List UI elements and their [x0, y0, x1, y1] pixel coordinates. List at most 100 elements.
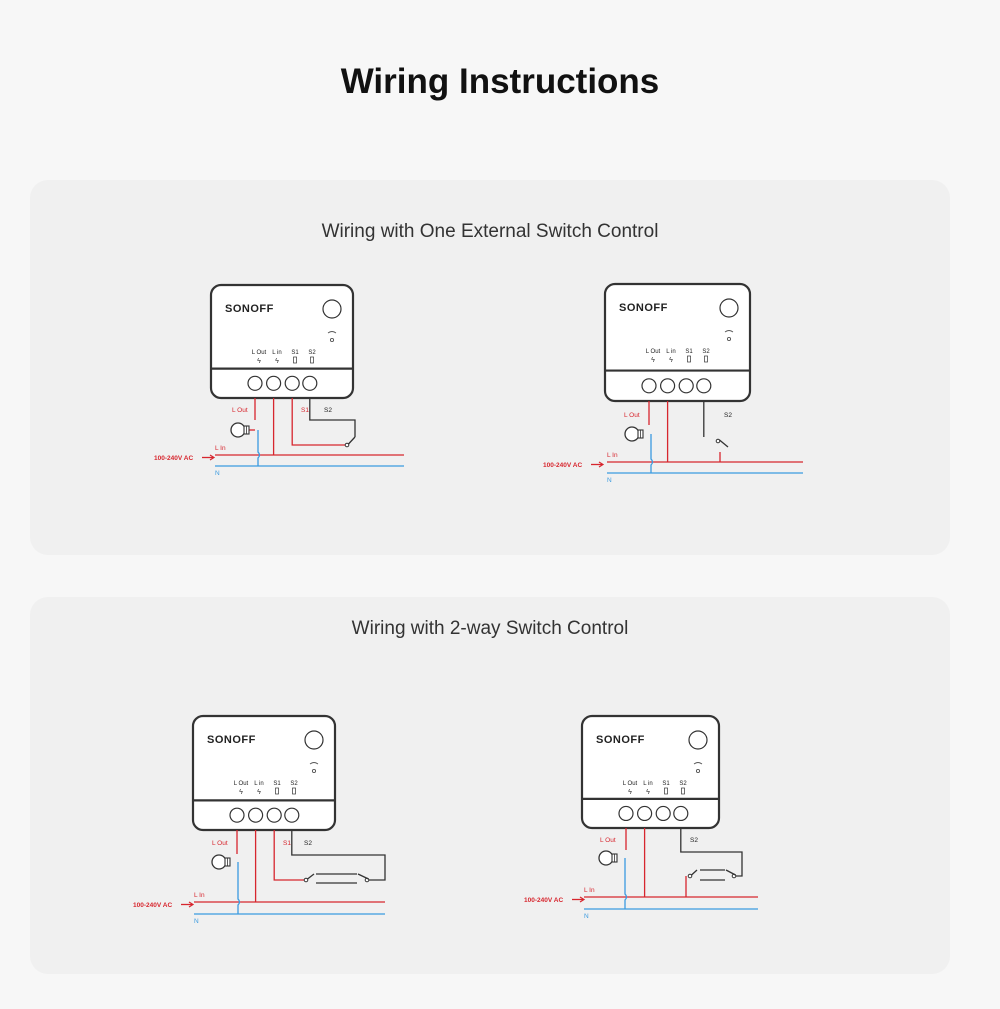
arrow-head-icon: [579, 896, 586, 903]
contact-icon: [664, 787, 668, 795]
sonoff-device: SONOFF L Out ϟ L in ϟ S1 S2: [580, 714, 721, 830]
sonoff-device: SONOFF L Out ϟ L in ϟ S1 S2: [191, 714, 337, 832]
lamp-icon: [598, 850, 618, 866]
device-body: [603, 282, 752, 403]
terminal-label: S1: [273, 781, 281, 787]
wifi-led-icon: [327, 331, 337, 343]
s2-wire: [680, 828, 743, 877]
l-out-label: L Out: [624, 412, 640, 419]
supply-lines: 100-240V AC L In N: [154, 445, 404, 477]
external-switch-icon: [344, 436, 356, 448]
terminal-label: L Out: [252, 350, 267, 356]
bolt-icon: ϟ: [651, 357, 655, 364]
terminal-label: L in: [254, 781, 263, 787]
wifi-led-icon: [693, 762, 703, 774]
bolt-icon: ϟ: [628, 789, 632, 796]
section-two-way-switch: Wiring with 2-way Switch Control: [30, 597, 950, 974]
bolt-icon: ϟ: [646, 789, 650, 796]
screw-terminal: [229, 807, 245, 823]
s2-label: S2: [690, 837, 698, 844]
s1-wire: [291, 398, 345, 446]
two-way-switch-b-icon: [357, 873, 370, 883]
terminal-label: S2: [308, 350, 316, 356]
supply-label: 100-240V AC: [524, 897, 563, 904]
lamp-icon: [211, 854, 231, 870]
terminal-label: L Out: [623, 781, 638, 787]
supply-label: 100-240V AC: [543, 462, 582, 469]
neutral-label: N: [584, 913, 589, 920]
screw-terminal: [248, 807, 264, 823]
lamp-icon: [230, 422, 250, 438]
l-in-label: L In: [215, 445, 226, 452]
terminal-label: S1: [685, 349, 693, 355]
s1-label: S1: [283, 840, 291, 847]
neutral-label: N: [215, 470, 220, 477]
s2-label: S2: [324, 407, 332, 414]
external-switch-icon: [715, 438, 729, 448]
wifi-led-icon: [309, 762, 319, 774]
neutral-label: N: [194, 918, 199, 925]
screw-terminal: [266, 807, 282, 823]
two-way-switch-b-icon: [725, 869, 737, 879]
contact-icon: [687, 355, 691, 363]
screw-terminal: [618, 805, 634, 822]
screw-terminal: [641, 378, 657, 394]
supply-label: 100-240V AC: [154, 455, 193, 462]
device-body: [580, 714, 721, 830]
section-title-two-way-switch: Wiring with 2-way Switch Control: [351, 618, 629, 639]
s2-wire: [291, 830, 386, 881]
terminal-label: S1: [662, 781, 670, 787]
terminal-label: L in: [643, 781, 652, 787]
terminal-label: L Out: [646, 349, 661, 355]
supply-lines: 100-240V ACL InN: [133, 892, 385, 925]
two-way-switch-a-icon: [303, 873, 315, 883]
screw-terminal: [284, 375, 300, 391]
neutral-drop-wire: [650, 434, 654, 473]
supply-lines: 100-240V ACL InN: [543, 452, 803, 484]
neutral-drop-wire: [237, 862, 241, 914]
brand-logo: SONOFF: [596, 734, 645, 746]
s1-wire: [273, 830, 304, 881]
device-body: [191, 714, 337, 832]
brand-logo: SONOFF: [225, 303, 274, 315]
l-out-label: L Out: [232, 407, 248, 414]
screw-terminal: [673, 805, 689, 822]
s2-wire: [309, 398, 356, 437]
l-in-label: L In: [584, 887, 595, 894]
screw-terminal: [678, 378, 694, 394]
lamp-icon: [624, 426, 644, 442]
neutral-drop-wire: [624, 858, 628, 909]
terminal-label: L Out: [234, 781, 249, 787]
screw-terminal: [659, 378, 676, 394]
terminal-label: S2: [702, 349, 710, 355]
bolt-icon: ϟ: [257, 789, 261, 796]
neutral-drop-wire: [257, 430, 261, 466]
s1-label: S1: [301, 407, 309, 414]
l-out-label: L Out: [212, 840, 228, 847]
page-title: Wiring Instructions: [340, 62, 660, 101]
section-one-external-switch: Wiring with One External Switch Control: [30, 180, 950, 555]
brand-logo: SONOFF: [207, 734, 256, 746]
terminal-label: S2: [679, 781, 687, 787]
l-in-label: L In: [607, 452, 618, 459]
screw-terminal: [284, 807, 300, 823]
screw-terminal: [266, 375, 282, 391]
contact-icon: [292, 787, 296, 795]
brand-logo: SONOFF: [619, 302, 668, 314]
diagram-two-way-b: SONOFF L Out ϟ L in ϟ S1 S2 100-240V AC L In N L O…: [524, 714, 758, 920]
contact-icon: [293, 356, 297, 364]
arrow-head-icon: [598, 461, 605, 468]
bolt-icon: ϟ: [275, 358, 279, 365]
bolt-icon: ϟ: [257, 358, 261, 365]
arrow-head-icon: [209, 454, 216, 461]
bolt-icon: ϟ: [239, 789, 243, 796]
contact-icon: [275, 787, 279, 795]
s2-label: S2: [304, 840, 312, 847]
supply-lines: 100-240V AC L In N: [524, 887, 758, 920]
terminal-label: S2: [290, 781, 298, 787]
